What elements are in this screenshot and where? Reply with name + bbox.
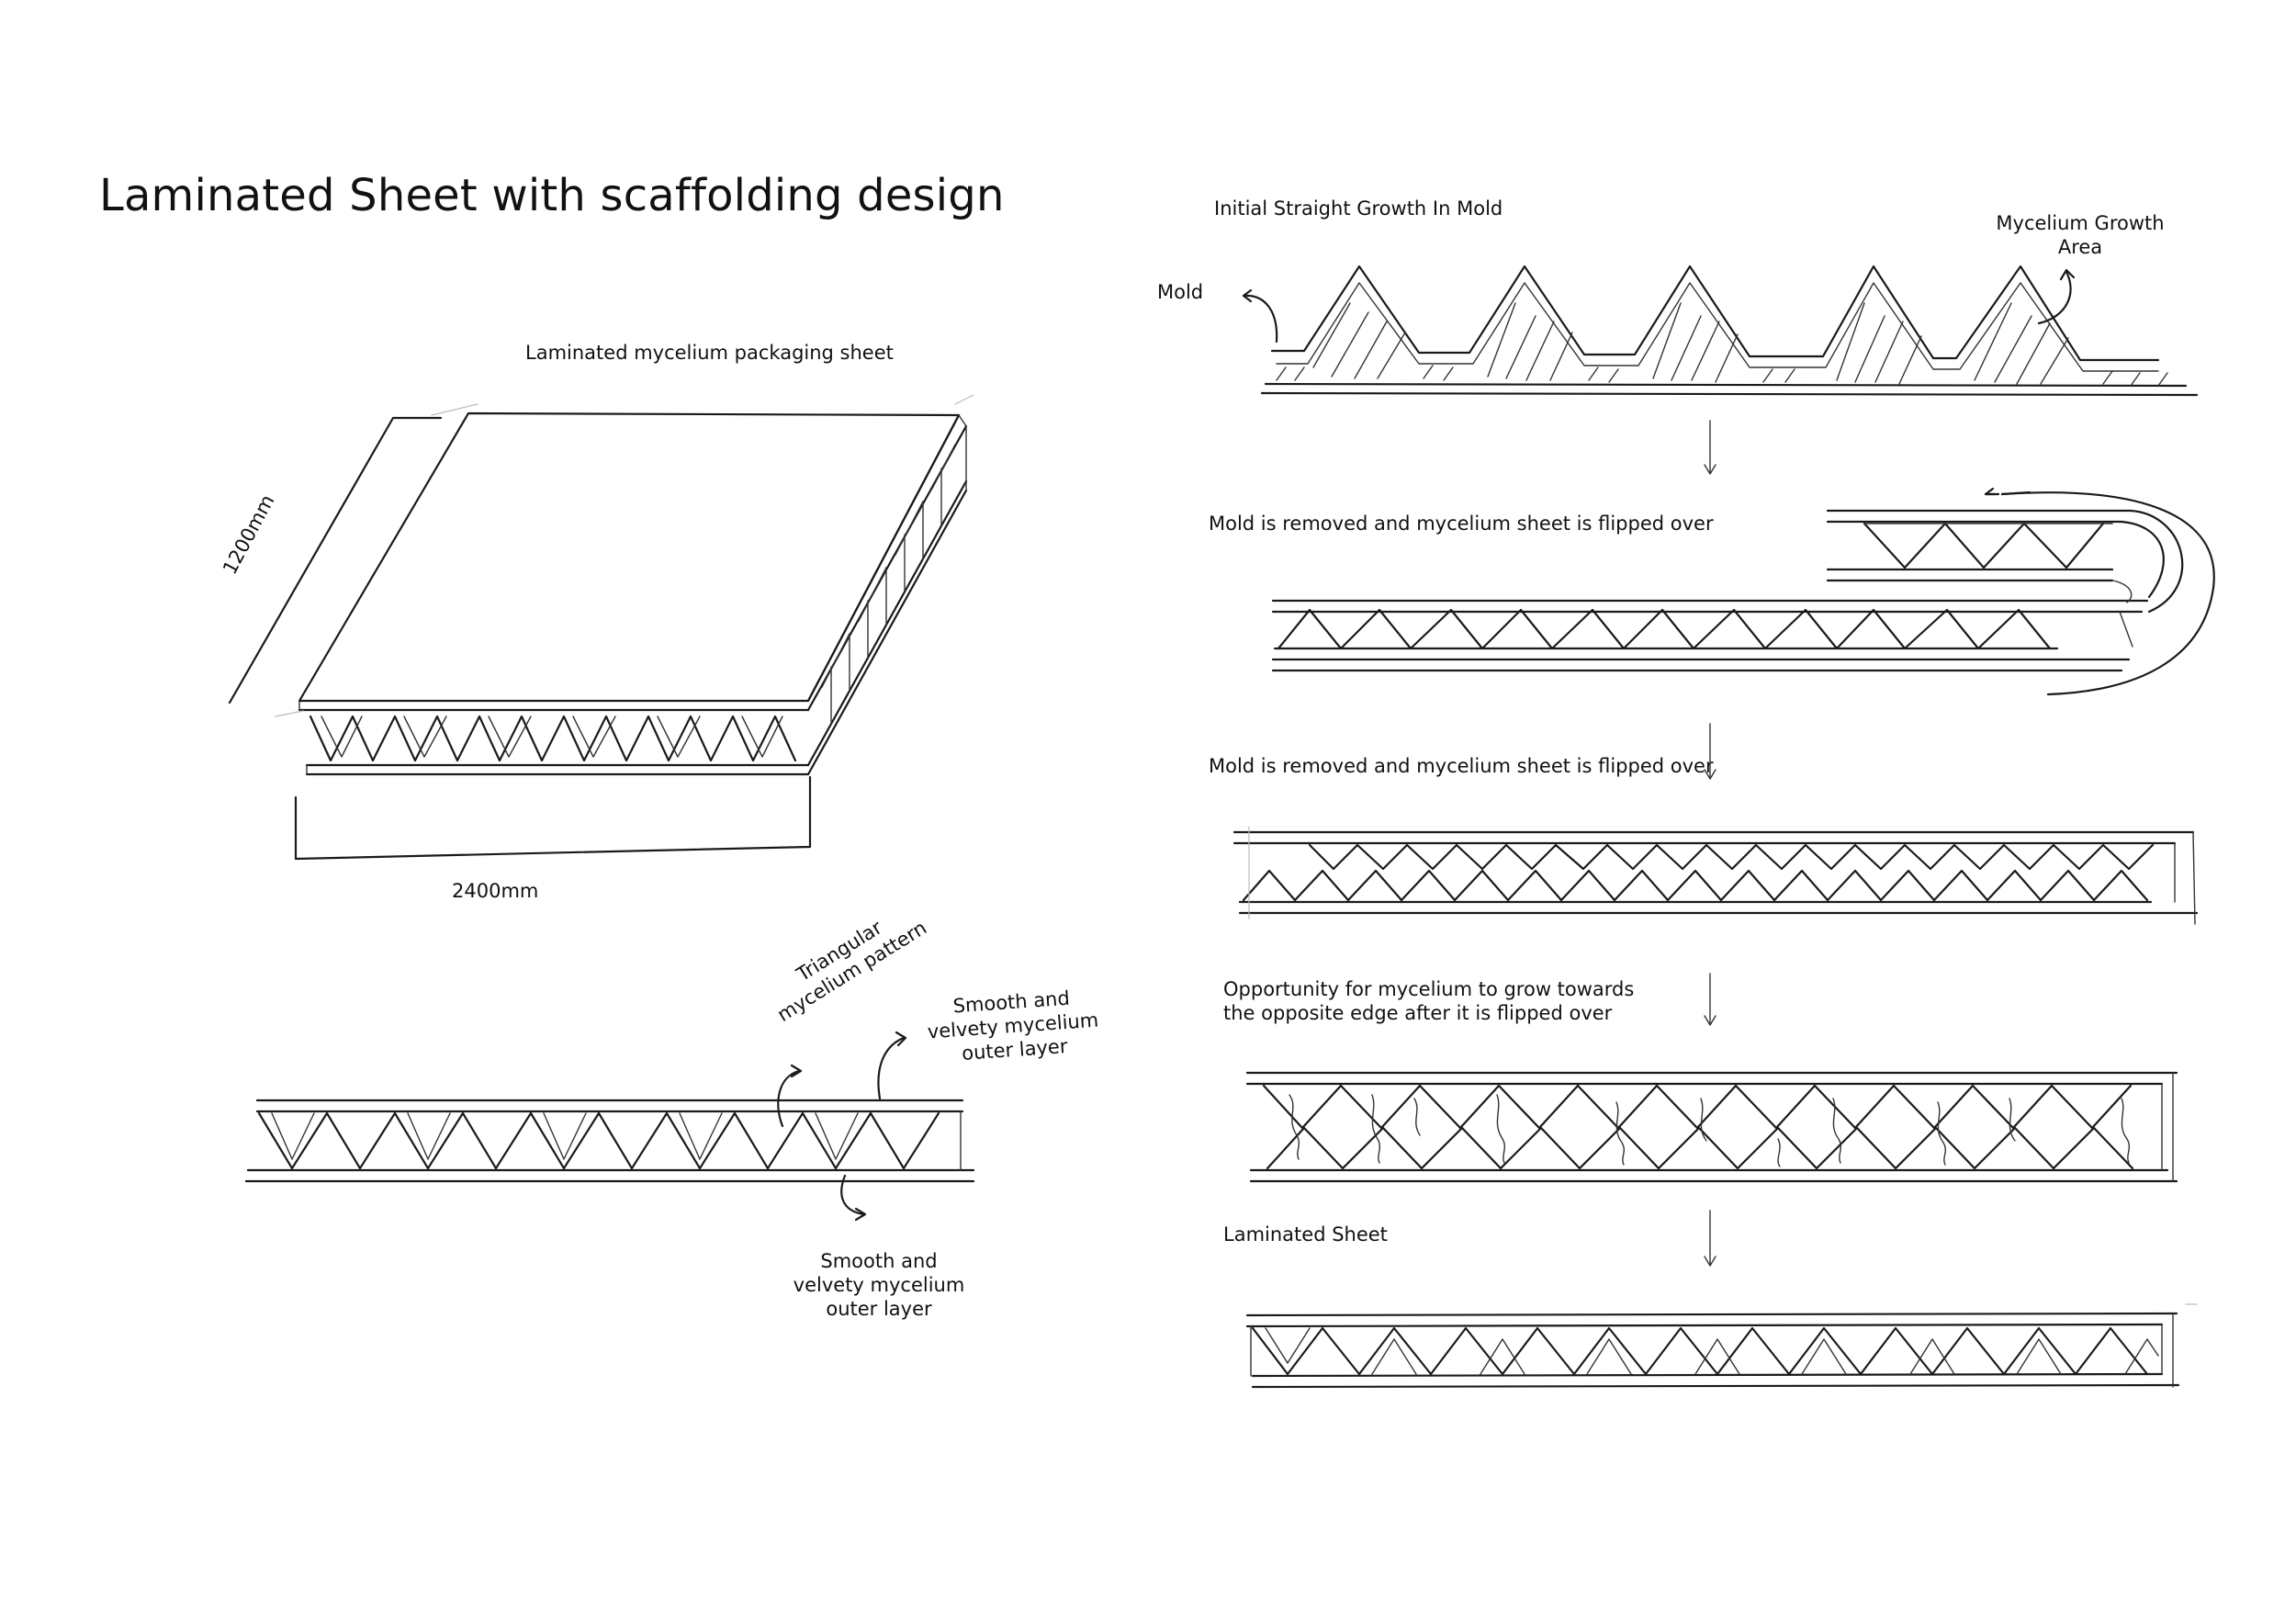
mold-label: Mold [1157, 281, 1204, 303]
isometric-sheet [228, 394, 974, 861]
growth-sheet-diagram [1245, 1071, 2178, 1267]
growth-area-label: Mycelium Growth Area [1996, 212, 2165, 258]
step-initial-growth-label: Initial Straight Growth In Mold [1214, 197, 1503, 220]
mold-diagram [1242, 265, 2199, 475]
flipped-sheet-diagram [1232, 826, 2199, 1026]
step-opportunity-label: Opportunity for mycelium to grow towards… [1223, 978, 1635, 1024]
step-flip-label-2: Mold is removed and mycelium sheet is fl… [1209, 755, 1714, 777]
step-flip-label-1: Mold is removed and mycelium sheet is fl… [1209, 513, 1714, 535]
step-laminated-label: Laminated Sheet [1223, 1223, 1388, 1245]
cross-section-sheet [244, 1031, 975, 1222]
dimension-width-label: 2400mm [452, 880, 539, 902]
laminated-sheet-diagram [1245, 1303, 2198, 1389]
flip-diagram [1271, 487, 2215, 780]
sheet-label: Laminated mycelium packaging sheet [525, 342, 894, 364]
page-title: Laminated Sheet with scaffolding design [99, 170, 1005, 221]
annotation-outer-layer-bottom: Smooth and velvety mycelium outer layer [793, 1250, 965, 1320]
